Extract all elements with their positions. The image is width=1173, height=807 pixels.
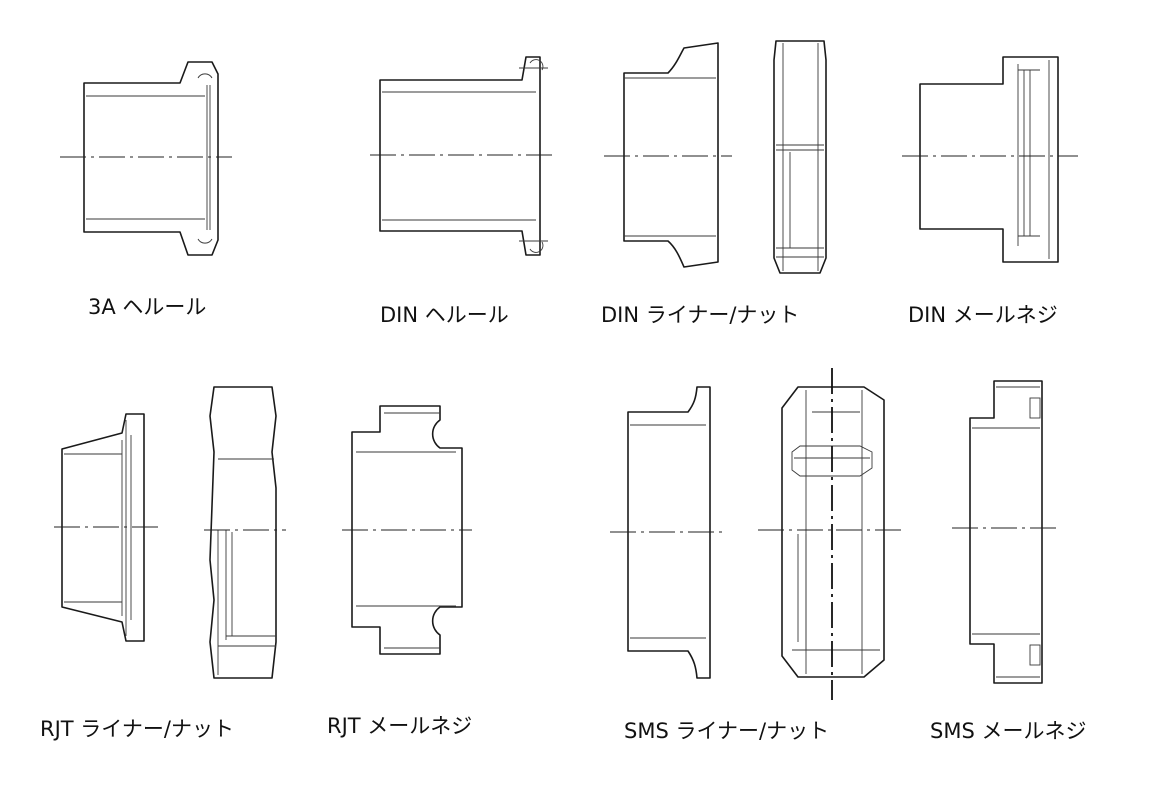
- drawing-din-liner: [604, 42, 732, 268]
- drawing-sms-liner: [610, 386, 726, 679]
- drawing-din-ferrule: [370, 56, 552, 256]
- label-3a-ferrule: 3A ヘルール: [88, 295, 206, 319]
- label-sms-male-thread: SMS メールネジ: [930, 719, 1086, 743]
- label-din-male-thread: DIN メールネジ: [908, 303, 1058, 327]
- label-rjt-male-thread: RJT メールネジ: [327, 714, 472, 738]
- label-din-liner-nut: DIN ライナー/ナット: [601, 303, 799, 327]
- drawing-din-nut: [773, 40, 827, 274]
- label-din-ferrule: DIN ヘルール: [380, 303, 509, 327]
- drawing-din-male-thread: [902, 56, 1078, 263]
- drawing-sms-nut: [758, 368, 906, 700]
- drawing-rjt-male-thread: [342, 405, 472, 655]
- drawing-rjt-nut: [204, 386, 286, 679]
- label-rjt-liner-nut: RJT ライナー/ナット: [40, 717, 234, 741]
- drawing-rjt-liner: [54, 413, 162, 642]
- label-sms-liner-nut: SMS ライナー/ナット: [624, 719, 829, 743]
- drawing-3a-ferrule: [60, 61, 232, 256]
- drawing-sms-male-thread: [952, 380, 1058, 684]
